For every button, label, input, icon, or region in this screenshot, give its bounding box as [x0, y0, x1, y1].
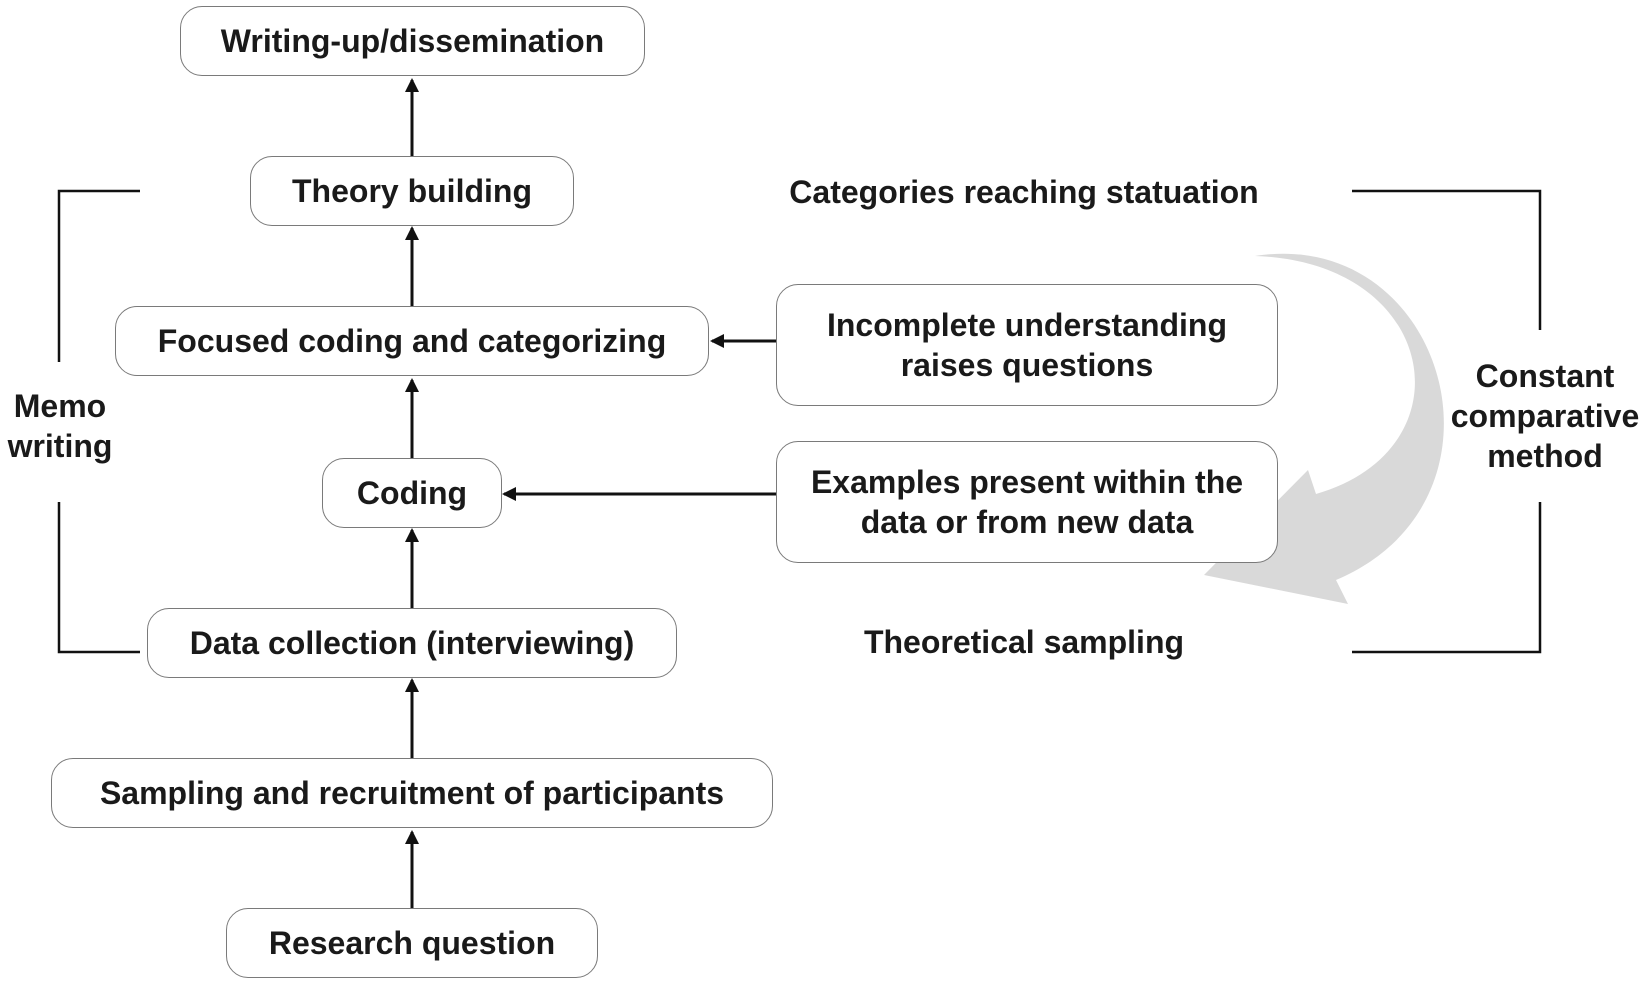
memo-bracket-bottom [57, 502, 140, 654]
theory-building-box: Theory building [250, 156, 574, 226]
constant-comparative-label: Constant comparative method [1440, 356, 1650, 476]
memo-writing-label: Memo writing [0, 386, 120, 466]
examples-present-box: Examples present within the data or from… [776, 441, 1278, 563]
constant-line-1: Constant [1475, 358, 1615, 394]
categories-saturation-label: Categories reaching statuation [789, 174, 1259, 210]
memo-bracket-top [57, 189, 140, 362]
memo-line-1: Memo [13, 388, 107, 424]
examples-line-1: Examples present within the [810, 464, 1244, 500]
focused-coding-box: Focused coding and categorizing [115, 306, 709, 376]
constant-bracket-bottom [1352, 502, 1542, 654]
research-question-box: Research question [226, 908, 598, 978]
examples-line-2: data or from new data [860, 504, 1194, 540]
sampling-box: Sampling and recruitment of participants [51, 758, 773, 828]
coding-box: Coding [322, 458, 502, 528]
memo-line-2: writing [7, 428, 113, 464]
constant-line-2: comparative [1450, 398, 1640, 434]
incomplete-understanding-box: Incomplete understanding raises question… [776, 284, 1278, 406]
incomplete-line-1: Incomplete understanding [826, 307, 1228, 343]
incomplete-line-2: raises questions [900, 347, 1154, 383]
constant-bracket-top [1352, 189, 1542, 330]
theoretical-sampling-label: Theoretical sampling [863, 624, 1185, 660]
writing-up-box: Writing-up/dissemination [180, 6, 645, 76]
data-collection-box: Data collection (interviewing) [147, 608, 677, 678]
constant-line-3: method [1487, 438, 1603, 474]
